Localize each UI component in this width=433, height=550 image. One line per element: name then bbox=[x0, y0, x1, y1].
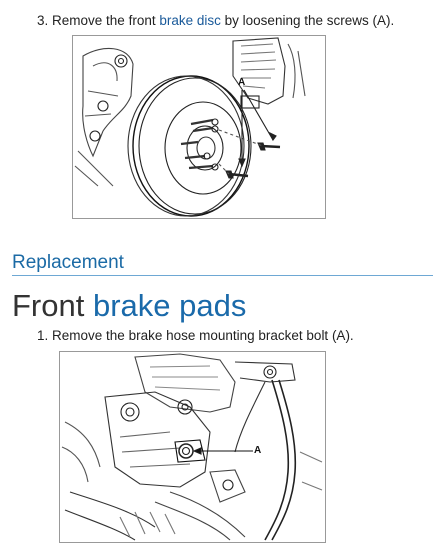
brake-hose-illustration bbox=[61, 353, 323, 541]
step-text: Remove the front bbox=[52, 13, 156, 28]
brake-hose-figure: A bbox=[59, 351, 326, 543]
page-title: Front brake pads bbox=[12, 288, 246, 324]
brake-pads-link[interactable]: brake pads bbox=[92, 288, 247, 323]
step-1-instruction: 1. Remove the brake hose mounting bracke… bbox=[37, 328, 354, 344]
page-title-text: Front bbox=[12, 288, 85, 323]
callout-label-a: A bbox=[254, 445, 262, 456]
section-divider bbox=[12, 275, 433, 276]
brake-disc-link[interactable]: brake disc bbox=[159, 13, 221, 28]
brake-disc-figure: A bbox=[72, 35, 326, 219]
step-3-instruction: 3. Remove the front brake disc by loosen… bbox=[37, 13, 394, 29]
step-number: 3. bbox=[37, 13, 49, 28]
step-text: Remove the brake hose mounting bracket b… bbox=[52, 328, 354, 343]
step-text: by loosening the screws (A). bbox=[224, 13, 395, 28]
callout-label-a: A bbox=[238, 77, 246, 88]
step-number: 1. bbox=[37, 328, 49, 343]
section-heading: Replacement bbox=[12, 252, 124, 273]
brake-disc-illustration bbox=[74, 37, 306, 217]
